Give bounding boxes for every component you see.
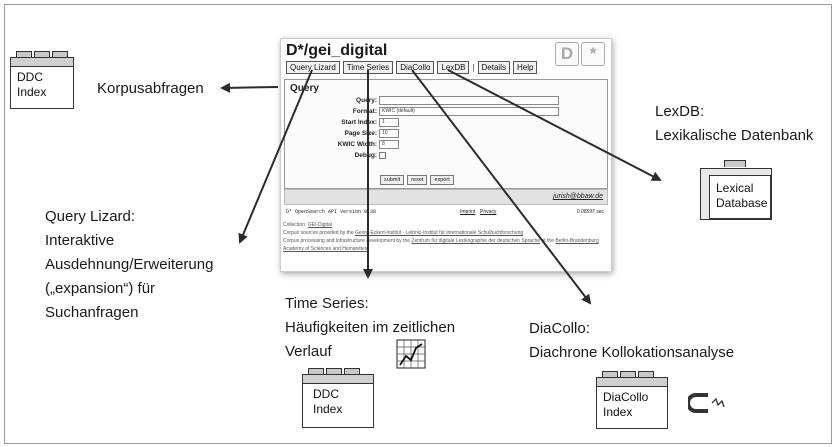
email-bar: jurish@bbaw.de	[284, 189, 608, 205]
status-line: D* OpenSearch API version 0.38 Imprint P…	[284, 207, 606, 217]
collection-prefix: Collection:	[283, 222, 307, 228]
format-label: Format:	[352, 108, 377, 115]
timeseries-line-2: Häufigkeiten im zeitlichen	[285, 319, 456, 336]
lexdb-desc: Lexikalische Datenbank	[655, 127, 814, 144]
lizard-line-3: Ausdehnung/Erweiterung	[45, 256, 214, 273]
imprint-link[interactable]: Imprint	[460, 209, 476, 215]
kwic-width-label: KWIC Width:	[337, 141, 377, 148]
query-lizard-annotation: Query Lizard: Interaktive Ausdehnung/Erw…	[45, 205, 213, 325]
query-time: 0.08597 sec	[576, 209, 604, 215]
web-app-screenshot: D*/gei_digital Query Lizard Time Series …	[280, 38, 612, 272]
figure-frame	[4, 4, 832, 444]
kwic-width-input[interactable]: 8	[379, 140, 399, 149]
page-size-input[interactable]: 10	[379, 129, 399, 138]
nav-diacollo[interactable]: DiaCollo	[396, 61, 435, 74]
diacollo-annotation: DiaCollo: Diachrone Kollokationsanalyse	[529, 317, 734, 365]
lizard-line-5: Suchanfragen	[45, 304, 139, 321]
sources-prefix: Corpus sources provided by the	[283, 230, 354, 236]
lexdb-annotation: LexDB: Lexikalische Datenbank	[655, 100, 813, 148]
lexical-label-2: Database	[716, 196, 768, 210]
nav-help[interactable]: Help	[512, 61, 538, 74]
debug-label: Debug:	[354, 152, 377, 159]
logo-d: D	[555, 42, 579, 66]
nav-details[interactable]: Details	[477, 61, 510, 74]
submit-button[interactable]: submit	[380, 175, 405, 185]
query-input[interactable]	[379, 96, 559, 105]
privacy-link[interactable]: Privacy	[480, 209, 497, 215]
collection-link[interactable]: GEI-Digital	[307, 222, 332, 228]
lizard-line-1: Query Lizard:	[45, 208, 136, 225]
at-the: at the	[541, 238, 554, 244]
start-index-input[interactable]: 1	[379, 118, 399, 127]
diacollo-index-label-1: DiaCollo	[603, 390, 649, 404]
query-label: Query:	[356, 97, 377, 104]
page-size-label: Page Size:	[344, 130, 377, 137]
debug-checkbox[interactable]	[379, 152, 386, 159]
app-nav: Query Lizard Time Series DiaCollo LexDB …	[286, 61, 538, 74]
processing-link[interactable]: Zentrum für digitale Lexikographie der d…	[411, 238, 541, 244]
korpus-label: Korpusabfragen	[97, 80, 204, 97]
nav-time-series[interactable]: Time Series	[342, 61, 394, 74]
chart-icon	[396, 339, 426, 369]
nav-separator: |	[472, 63, 475, 72]
timeseries-line-1: Time Series:	[285, 295, 369, 312]
panel-title: Query	[290, 83, 319, 94]
app-title: D*/gei_digital	[286, 42, 388, 59]
app-footer: Collection: GEI-Digital Corpus sources p…	[283, 221, 609, 253]
lizard-line-2: Interaktive	[45, 232, 115, 249]
lizard-line-4: („expansion“) für	[45, 280, 156, 297]
sources-link[interactable]: Georg-Eckert-Institut - Leibniz-Institut…	[354, 230, 524, 236]
start-index-label: Start Index:	[341, 119, 377, 126]
time-series-annotation: Time Series: Häufigkeiten im zeitlichen …	[285, 292, 455, 364]
diacollo-line-1: DiaCollo:	[529, 320, 590, 337]
query-panel: Query Query: Format: KWIC (default) Star…	[284, 79, 608, 189]
nav-query-lizard[interactable]: Query Lizard	[286, 61, 340, 74]
contact-email[interactable]: jurish@bbaw.de	[553, 193, 603, 200]
ddc-top-label-1: DDC	[17, 70, 43, 84]
timeseries-line-3: Verlauf	[285, 343, 332, 360]
ddc-bottom-label-2: Index	[313, 402, 343, 416]
format-select[interactable]: KWIC (default)	[379, 107, 559, 116]
diacollo-index-label-2: Index	[603, 405, 633, 419]
nav-lexdb[interactable]: LexDB	[437, 61, 470, 74]
magnet-icon	[688, 393, 725, 413]
ddc-bottom-label-1: DDC	[313, 387, 339, 401]
lexdb-title: LexDB:	[655, 103, 705, 120]
reset-button[interactable]: reset	[407, 175, 428, 185]
api-version: D* OpenSearch API version 0.38	[286, 209, 377, 215]
logo-star: *	[581, 42, 605, 66]
processing-prefix: Corpus processing and infrastructure dev…	[283, 238, 411, 244]
diacollo-line-2: Diachrone Kollokationsanalyse	[529, 344, 735, 361]
ddc-top-label-2: Index	[17, 85, 47, 99]
export-button[interactable]: export	[430, 175, 454, 185]
lexical-label-1: Lexical	[716, 181, 754, 195]
